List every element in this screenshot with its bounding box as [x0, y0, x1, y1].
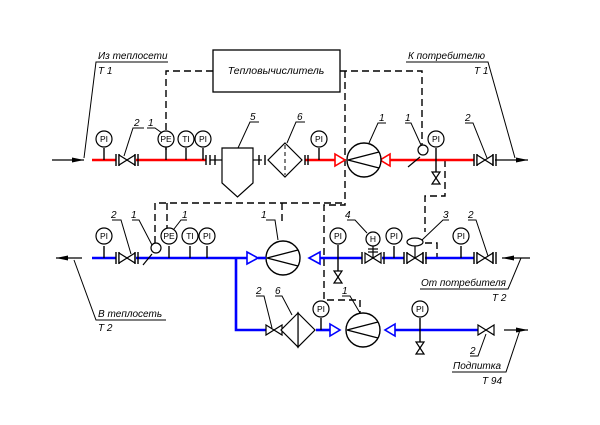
position-number: 2: [255, 286, 262, 297]
position-number: 1: [148, 118, 154, 129]
position-number: T 1: [98, 66, 112, 77]
position-number: PI: [390, 231, 398, 241]
signal-line-pe-supply: [165, 70, 213, 150]
position-number: PE: [160, 134, 172, 144]
supply-thermometer: TI: [177, 130, 195, 160]
position-number: PI: [100, 134, 108, 144]
signal-lines: [154, 70, 446, 318]
supply-inlet-valve: [115, 153, 139, 167]
return-pressure-gauge-1: PI: [95, 227, 113, 258]
supply-reducer-left: [334, 152, 347, 168]
signal-line-regulator-tap: [425, 242, 438, 258]
position-number: PI: [334, 231, 342, 241]
position-number: 1: [182, 210, 188, 221]
position-number: PI: [100, 231, 108, 241]
supply-temperature-sensor: [407, 144, 429, 168]
position-number: T 1: [474, 66, 488, 77]
position-callouts: 2 1 5 6 1 1 2 2 1 1 1 4 3 2 2 6 1 2: [110, 112, 489, 357]
label-from-network: Из теплосети T 1: [83, 51, 168, 159]
signal-line-return-pump: [323, 71, 361, 318]
position-number: 2: [110, 210, 117, 221]
supply-pressure-gauge-1: PI: [95, 130, 113, 160]
return-pressure-gauge-2: PI: [198, 227, 216, 258]
position-number: Из теплосети: [98, 51, 168, 62]
position-number: T 2: [492, 293, 507, 304]
return-reducer-right: [307, 250, 321, 266]
return-reducer-left: [246, 250, 260, 266]
position-number: 1: [342, 286, 348, 297]
makeup-reducer-right: [383, 322, 396, 338]
position-number: PI: [199, 134, 207, 144]
heat-calculator: Тепловычислитель: [212, 49, 341, 93]
position-number: 1: [379, 113, 385, 124]
makeup-reducer-left: [329, 322, 342, 338]
signal-line-regulator: [424, 160, 446, 232]
position-number: PI: [457, 231, 465, 241]
position-number: 1: [405, 113, 411, 124]
makeup-valve-right: [477, 323, 495, 337]
supply-pressure-gauge-4: PI: [427, 130, 445, 185]
position-number: 6: [275, 286, 281, 297]
position-number: 6: [297, 112, 303, 123]
position-number: TI: [182, 134, 190, 144]
return-flow-meter: [265, 240, 301, 276]
supply-strainer: [264, 142, 309, 178]
position-number: 3: [443, 210, 449, 221]
position-number: PI: [203, 231, 211, 241]
position-number: 2: [133, 118, 140, 129]
return-pressure-gauge-5: PI: [452, 227, 470, 258]
position-number: 1: [131, 210, 137, 221]
label-to-consumer: К потребителю T 1: [406, 50, 516, 159]
makeup-pressure-gauge-1: PI: [312, 300, 330, 330]
position-number: PI: [416, 304, 424, 314]
makeup-line: [316, 327, 528, 333]
supply-flow-meter: [346, 142, 382, 178]
supply-pressure-sensor: PE: [157, 130, 175, 160]
position-number: PI: [317, 304, 325, 314]
position-number: 4: [345, 210, 351, 221]
supply-outlet-valve: [473, 153, 497, 167]
makeup-flow-meter: [345, 312, 381, 348]
position-number: 2: [467, 210, 474, 221]
position-number: PE: [163, 231, 175, 241]
makeup-valve-left: [265, 323, 283, 337]
return-outlet-valve: [115, 251, 139, 265]
supply-pressure-gauge-3: PI: [310, 130, 328, 160]
label-from-consumer: От потребителя T 2: [420, 257, 522, 304]
return-pressure-gauge-4: PI: [385, 227, 403, 258]
position-number: TI: [186, 231, 194, 241]
return-pressure-sensor: PE: [160, 227, 178, 258]
signal-line-flow-supply: [340, 70, 423, 148]
pressure-regulator: [403, 237, 427, 265]
return-pressure-gauge-3: PI: [329, 227, 347, 284]
position-number: 2: [464, 113, 471, 124]
supply-reducer-right: [378, 152, 391, 168]
balancing-valve: H: [361, 231, 385, 265]
return-inlet-valve: [473, 251, 497, 265]
supply-line: [52, 157, 528, 163]
position-number: 5: [250, 112, 256, 123]
position-number: H: [370, 234, 376, 244]
makeup-pressure-gauge-2: PI: [411, 300, 429, 355]
position-number: 1: [261, 210, 267, 221]
position-number: К потребителю: [408, 50, 485, 62]
label-to-network: В теплосеть T 2: [73, 259, 166, 334]
position-number: От потребителя: [421, 277, 507, 289]
position-number: T 94: [482, 376, 502, 387]
return-temperature-sensor: [142, 242, 162, 266]
return-thermometer: TI: [181, 227, 199, 258]
label-makeup: Подпитка T 94: [452, 329, 521, 387]
position-number: T 2: [98, 323, 113, 334]
mud-separator: [205, 147, 262, 198]
position-number: В теплосеть: [98, 309, 162, 320]
position-number: PI: [432, 134, 440, 144]
position-number: PI: [315, 134, 323, 144]
supply-pressure-gauge-2: PI: [194, 130, 212, 160]
position-number: Подпитка: [453, 361, 501, 372]
heat-calculator-label: Тепловычислитель: [228, 65, 325, 77]
makeup-strainer: [280, 311, 316, 349]
position-number: 2: [469, 346, 476, 357]
